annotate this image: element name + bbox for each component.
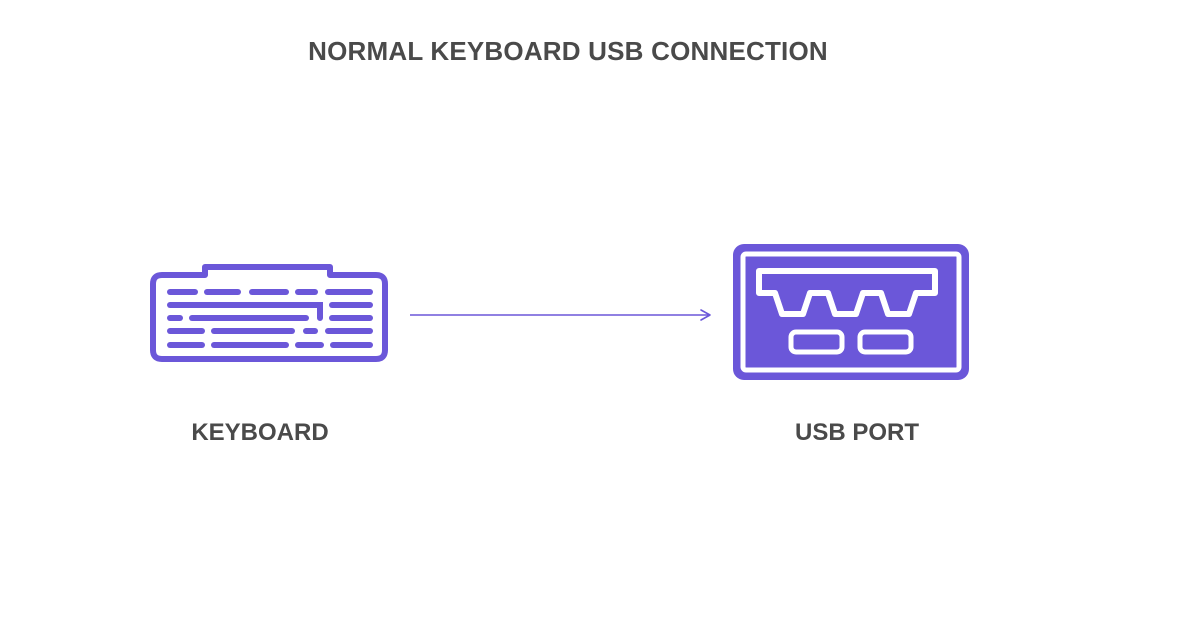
diagram-title: NORMAL KEYBOARD USB CONNECTION <box>308 36 828 66</box>
connection-arrow <box>410 309 711 321</box>
usb-port-label: USB PORT <box>794 419 919 446</box>
keyboard-label: KEYBOARD <box>191 419 329 446</box>
usb-port-icon <box>733 244 969 380</box>
keyboard-icon <box>150 264 388 362</box>
